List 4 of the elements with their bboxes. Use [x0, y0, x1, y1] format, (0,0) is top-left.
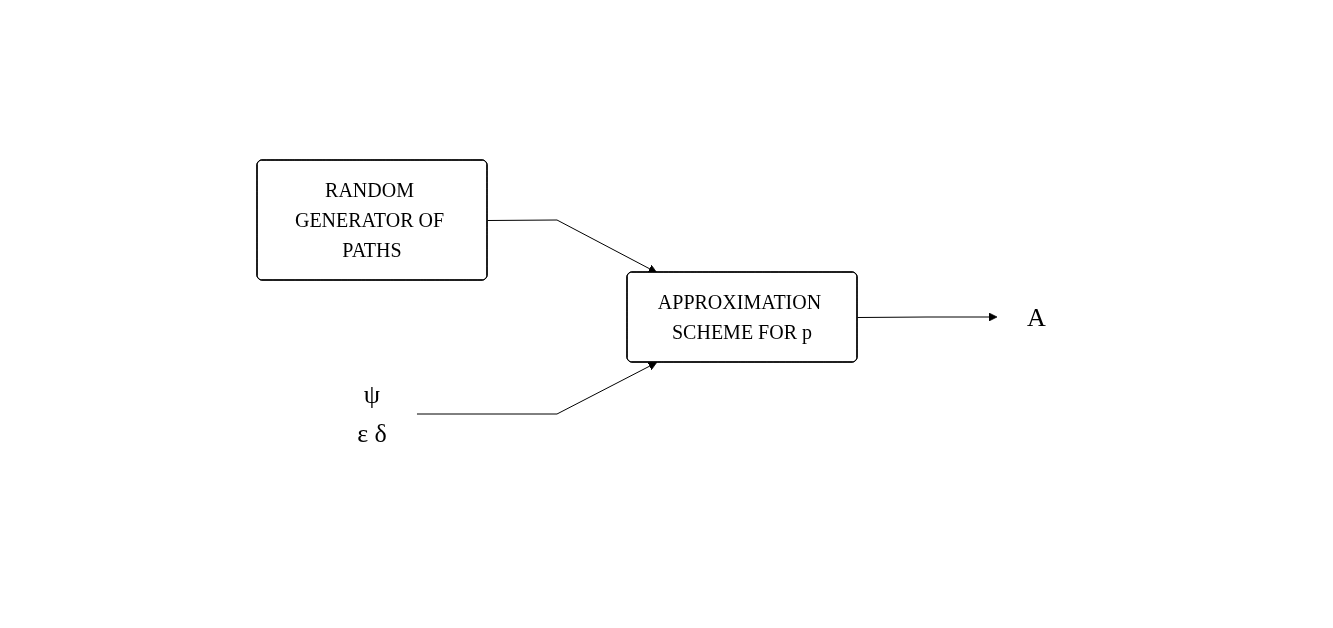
node-text: ψ ε δ — [357, 380, 387, 448]
arrow — [487, 219, 658, 273]
arrow — [416, 362, 658, 415]
node-text: A — [1027, 302, 1046, 332]
